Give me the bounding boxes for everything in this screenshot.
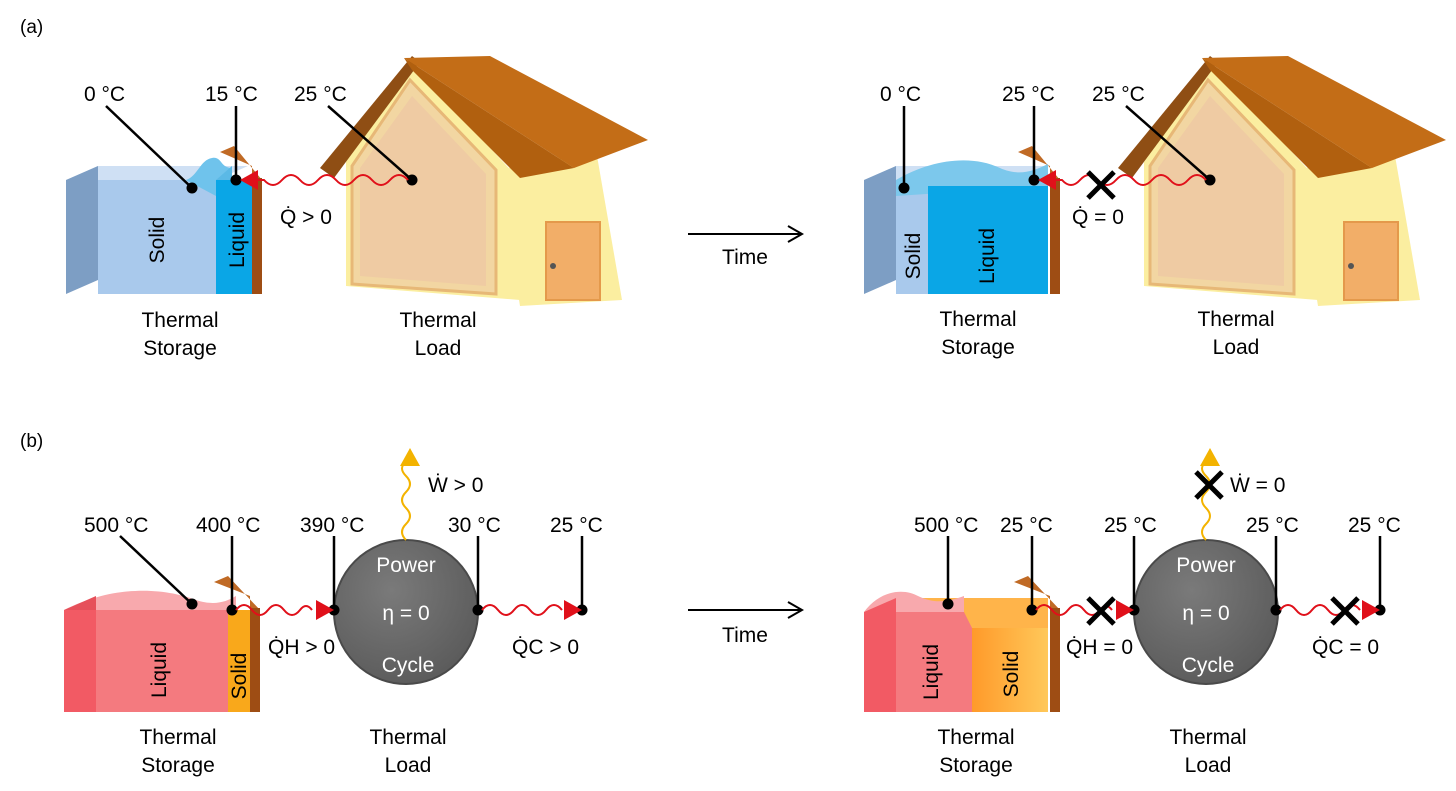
b-before-storage-caption-2: Storage [141, 754, 215, 777]
b-before-temp-interface: 400 °C [196, 514, 260, 537]
a-before-temp-storage-solid: 0 °C [84, 83, 125, 106]
a-after-liquid-label: Liquid [976, 228, 999, 284]
b-before-load-caption-1: Thermal [369, 726, 446, 749]
b-before-qc-label: Q̇C > 0 [512, 636, 579, 659]
b-after-load-caption-1: Thermal [1169, 726, 1246, 749]
a-before-load-caption-2: Load [415, 337, 462, 360]
a-after-storage-caption-1: Thermal [939, 308, 1016, 331]
a-before-liquid-label: Liquid [226, 212, 249, 268]
a-before-load-caption-1: Thermal [399, 309, 476, 332]
b-time-arrow [688, 601, 805, 619]
a-after-temp-storage-solid: 0 °C [880, 83, 921, 106]
a-before-flow-label: Q̇ > 0 [280, 206, 332, 229]
a-after-storage: Solid Liquid [864, 146, 1060, 294]
a-after-storage-caption-2: Storage [941, 336, 1015, 359]
b-after-temp-engine-cold: 25 °C [1246, 514, 1299, 537]
a-before-house [320, 56, 648, 306]
b-after-temp-interface: 25 °C [1000, 514, 1053, 537]
a-before-roof [404, 56, 648, 168]
a-before-door [545, 221, 601, 301]
a-before-ice-block [98, 180, 216, 294]
panel-b-tag: (b) [20, 431, 43, 452]
b-before-probes [119, 448, 588, 620]
a-after-water [928, 186, 1048, 294]
a-before-temp-interface: 15 °C [205, 83, 258, 106]
a-before-water [216, 180, 252, 294]
b-after-load-caption-2: Load [1185, 754, 1232, 777]
b-before-power-cycle: Power η = 0 Cycle [333, 539, 479, 685]
b-after-wall [1050, 608, 1060, 712]
a-before-wall [252, 178, 262, 294]
b-before-engine-power: Power [376, 554, 436, 577]
a-before-storage: Solid Liquid [66, 146, 262, 294]
b-after-blocked-work-x-icon [1194, 470, 1224, 500]
b-before-liquid-label: Liquid [148, 642, 171, 698]
b-before-cold-heat-arrow [481, 604, 563, 616]
a-after-heat-flow-arrow [1054, 174, 1207, 186]
b-after-temp-engine-hot: 25 °C [1104, 514, 1157, 537]
b-before-storage-caption-1: Thermal [139, 726, 216, 749]
b-before-qh-label: Q̇H > 0 [268, 636, 335, 659]
a-before-storage-caption-1: Thermal [141, 309, 218, 332]
a-after-temp-house: 25 °C [1092, 83, 1145, 106]
b-before-solid-label: Solid [228, 653, 251, 700]
b-before-temp-engine-cold: 30 °C [448, 514, 501, 537]
a-after-blocked-x-icon [1086, 170, 1116, 200]
b-before-engine-cycle: Cycle [382, 654, 435, 677]
b-before-load-caption-2: Load [385, 754, 432, 777]
b-after-engine-cycle: Cycle [1182, 654, 1235, 677]
b-before-wall [250, 608, 260, 712]
b-after-probes [942, 448, 1386, 626]
a-after-load-caption-2: Load [1213, 336, 1260, 359]
b-after-work-arrow [1201, 461, 1211, 541]
b-after-qc-label: Q̇C = 0 [1312, 636, 1379, 659]
b-after-storage-caption-1: Thermal [937, 726, 1014, 749]
b-after-power-cycle: Power η = 0 Cycle [1133, 539, 1279, 685]
b-after-solid-label: Solid [1000, 651, 1023, 698]
a-after-roof [1202, 56, 1446, 168]
b-after-qh-label: Q̇H = 0 [1066, 636, 1133, 659]
b-after-blocked-hot-x-icon [1086, 596, 1116, 626]
b-after-work-label: Ẇ = 0 [1230, 474, 1285, 497]
b-before-temp-liquid: 500 °C [84, 514, 148, 537]
a-after-solid-label: Solid [902, 233, 925, 280]
a-before-heat-flow-arrow [256, 174, 409, 186]
b-after-blocked-cold-x-icon [1330, 596, 1360, 626]
b-before-work-label: Ẇ > 0 [428, 474, 483, 497]
a-after-probes [898, 105, 1216, 200]
b-before-liquid-block [96, 610, 228, 712]
b-before-solid-block [228, 610, 250, 712]
b-after-temp-ambient: 25 °C [1348, 514, 1401, 537]
a-after-wall [1050, 178, 1060, 294]
a-before-probes [105, 105, 418, 194]
a-after-flow-label: Q̇ = 0 [1072, 206, 1124, 229]
b-before-temp-ambient: 25 °C [550, 514, 603, 537]
a-after-ice-block [896, 180, 928, 294]
b-time-label: Time [722, 624, 768, 647]
a-after-load-caption-1: Thermal [1197, 308, 1274, 331]
b-before-storage: Liquid Solid [64, 576, 260, 712]
a-before-storage-caption-2: Storage [143, 337, 217, 360]
b-after-solid-block [972, 628, 1048, 712]
a-before-temp-house: 25 °C [294, 83, 347, 106]
b-before-temp-engine-hot: 390 °C [300, 514, 364, 537]
a-after-temp-interface: 25 °C [1002, 83, 1055, 106]
b-before-engine-eta: η = 0 [382, 602, 429, 625]
b-after-engine-power: Power [1176, 554, 1236, 577]
a-time-arrow [688, 225, 805, 243]
b-after-liquid-label: Liquid [920, 644, 943, 700]
b-after-liquid-block [896, 612, 972, 712]
a-before-solid-label: Solid [146, 217, 169, 264]
a-after-door [1343, 221, 1399, 301]
b-after-storage-caption-2: Storage [939, 754, 1013, 777]
b-before-hot-heat-arrow [235, 604, 313, 616]
b-after-storage: Liquid Solid [864, 576, 1060, 712]
panel-a-tag: (a) [20, 17, 43, 38]
b-after-temp-liquid: 500 °C [914, 514, 978, 537]
a-after-house [1118, 56, 1446, 306]
a-time-label: Time [722, 246, 768, 269]
b-before-work-arrow [401, 461, 411, 541]
b-after-engine-eta: η = 0 [1182, 602, 1229, 625]
